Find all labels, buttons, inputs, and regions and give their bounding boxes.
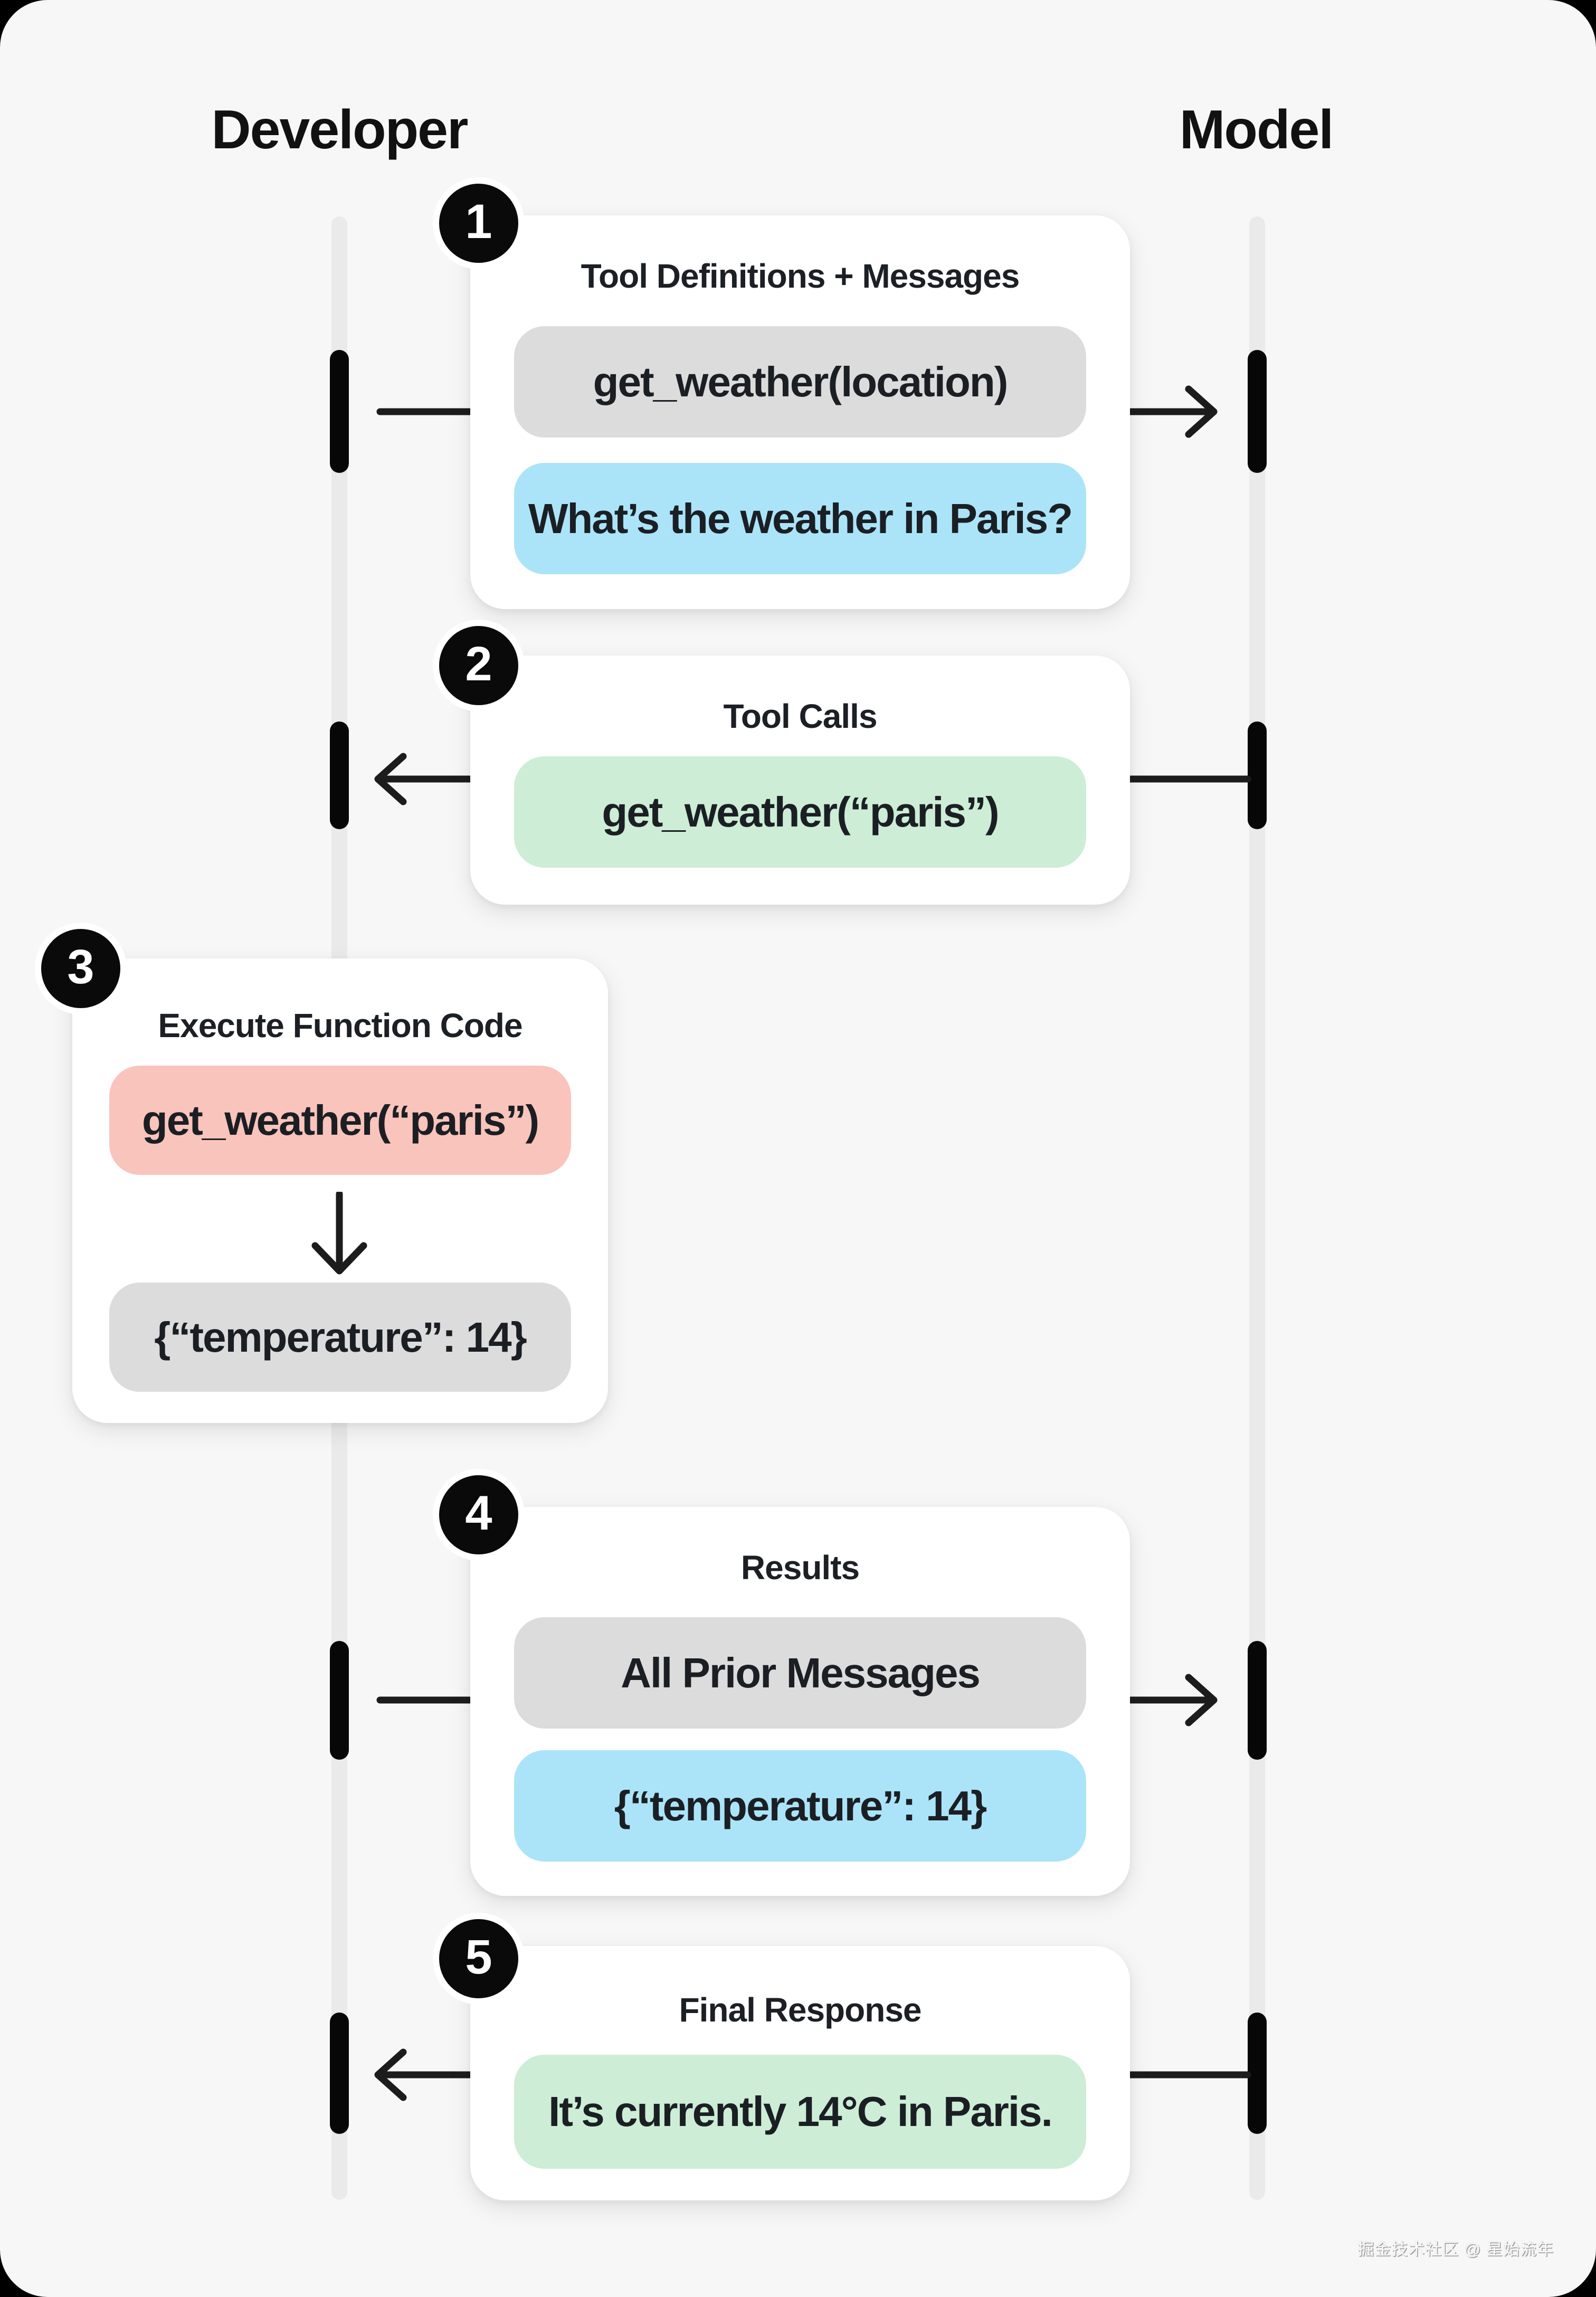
step-3-number: 3	[67, 939, 94, 994]
model-activation-bar-step2	[1248, 722, 1267, 829]
step-5-final-answer-text: It’s currently 14°C in Paris.	[548, 2088, 1053, 2135]
step-1-title: Tool Definitions + Messages	[581, 257, 1020, 295]
step-2-tool-call-pill: get_weather(“paris”)	[514, 756, 1086, 868]
step-1-tool-definition-text: get_weather(location)	[593, 358, 1009, 405]
step-3-function-call-text: get_weather(“paris”)	[141, 1096, 539, 1144]
step-4-title: Results	[740, 1549, 860, 1587]
step-1-card: Tool Definitions + Messages get_weather(…	[470, 215, 1130, 609]
step-5-number-badge: 5	[433, 1913, 525, 2005]
step-4-result-text: {“temperature”: 14}	[614, 1782, 987, 1829]
step-4-result-pill: {“temperature”: 14}	[514, 1750, 1086, 1862]
step-2-title: Tool Calls	[723, 697, 877, 735]
model-lifeline	[1249, 216, 1265, 2200]
step-2-tool-call-text: get_weather(“paris”)	[602, 788, 999, 836]
step-3-function-result-pill: {“temperature”: 14}	[109, 1283, 571, 1392]
step-4-number-badge: 4	[433, 1469, 525, 1561]
developer-activation-bar-step5	[330, 2013, 349, 2134]
step-3-title: Execute Function Code	[158, 1007, 522, 1045]
developer-lane-label: Developer	[211, 99, 469, 160]
arrow-down-icon	[311, 1192, 367, 1275]
model-activation-bar-step4	[1248, 1641, 1267, 1760]
step-4-number: 4	[465, 1486, 492, 1540]
step-3-card: Execute Function Code get_weather(“paris…	[72, 958, 608, 1423]
step-5-card: Final Response It’s currently 14°C in Pa…	[470, 1946, 1130, 2200]
step-1-number: 1	[465, 194, 492, 249]
step-2-card: Tool Calls get_weather(“paris”)	[470, 656, 1130, 905]
watermark: 掘金技术社区 @ 星始流年	[1357, 2240, 1554, 2258]
step-1-user-message-pill: What’s the weather in Paris?	[514, 463, 1086, 574]
developer-activation-bar-step4	[330, 1641, 349, 1760]
step-3-function-result-text: {“temperature”: 14}	[154, 1313, 527, 1361]
model-activation-bar-step1	[1248, 350, 1267, 473]
step-1-user-message-text: What’s the weather in Paris?	[528, 495, 1073, 542]
developer-activation-bar-step1	[330, 350, 349, 473]
developer-activation-bar-step2	[330, 722, 349, 829]
step-2-number-badge: 2	[433, 620, 525, 711]
model-activation-bar-step5	[1248, 2013, 1267, 2134]
step-2-number: 2	[465, 637, 492, 691]
step-4-card: Results All Prior Messages {“temperature…	[470, 1507, 1130, 1896]
step-5-title: Final Response	[679, 1991, 922, 2029]
model-lane-label: Model	[1179, 99, 1334, 160]
step-5-number: 5	[465, 1930, 492, 1984]
step-1-number-badge: 1	[433, 177, 525, 269]
step-3-function-call-pill: get_weather(“paris”)	[109, 1066, 571, 1175]
step-4-prior-messages-pill: All Prior Messages	[514, 1617, 1086, 1729]
step-4-prior-messages-text: All Prior Messages	[621, 1649, 981, 1696]
step-1-tool-definition-pill: get_weather(location)	[514, 326, 1086, 438]
step-3-number-badge: 3	[35, 923, 127, 1014]
step-5-final-answer-pill: It’s currently 14°C in Paris.	[514, 2055, 1086, 2169]
